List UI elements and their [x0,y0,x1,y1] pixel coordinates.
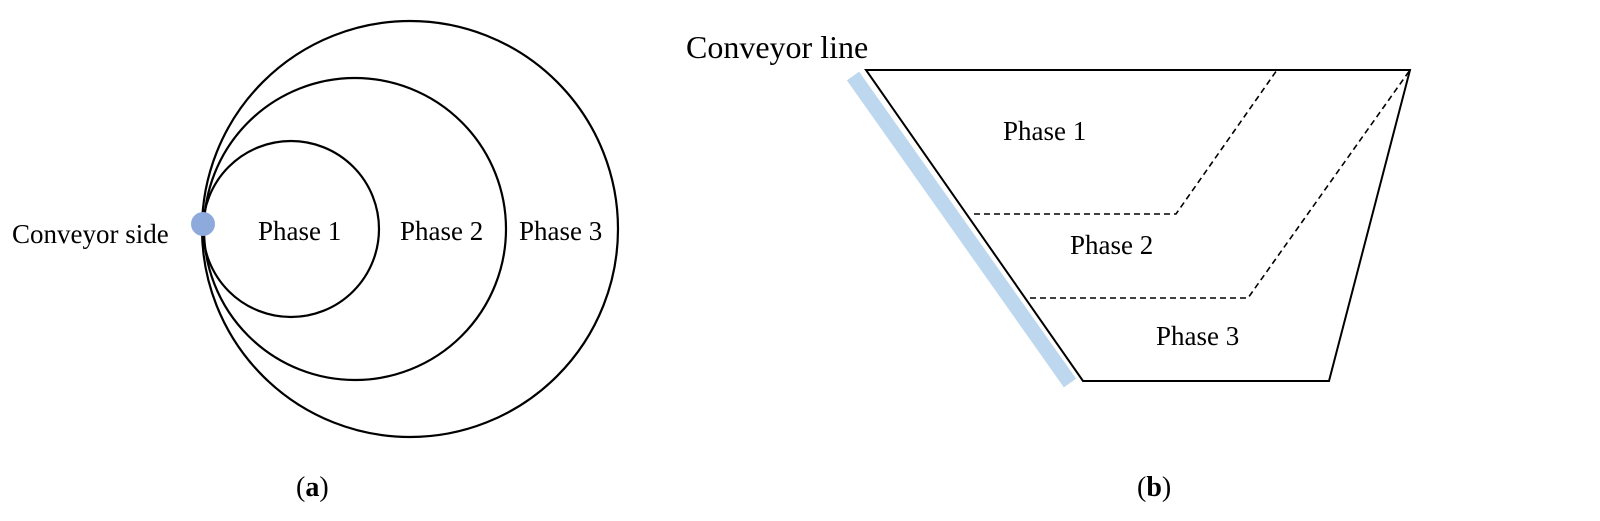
panel-a-phase-2-label: Phase 2 [400,216,483,246]
panel-a-phase-3-label: Phase 3 [519,216,602,246]
panel-b: Conveyor line Phase 1 Phase 2 Phase 3 (b… [686,29,1412,503]
phase-1-boundary [974,69,1278,215]
panel-a-caption-close: ) [319,472,328,503]
pit-outline [864,69,1412,382]
panel-b-caption: (b) [1137,472,1171,503]
phase-2-boundary [1030,69,1411,299]
panel-b-caption-close: ) [1162,472,1171,503]
panel-a-caption: (a) [296,472,329,503]
panel-b-phase-3-label: Phase 3 [1156,321,1239,351]
panel-a: Conveyor side Phase 1 Phase 2 Phase 3 (a… [12,19,620,503]
panel-b-caption-open: ( [1137,472,1146,503]
panel-b-phase-2-label: Phase 2 [1070,230,1153,260]
panel-a-caption-letter: a [305,472,319,503]
conveyor-side-marker [191,212,215,236]
panel-b-phase-1-label: Phase 1 [1003,116,1086,146]
panel-b-caption-letter: b [1146,472,1162,503]
conveyor-side-label: Conveyor side [12,219,169,249]
conveyor-line [846,71,1077,388]
conveyor-line-label: Conveyor line [686,29,868,65]
panel-a-caption-open: ( [296,472,305,503]
panel-a-phase-1-label: Phase 1 [258,216,341,246]
